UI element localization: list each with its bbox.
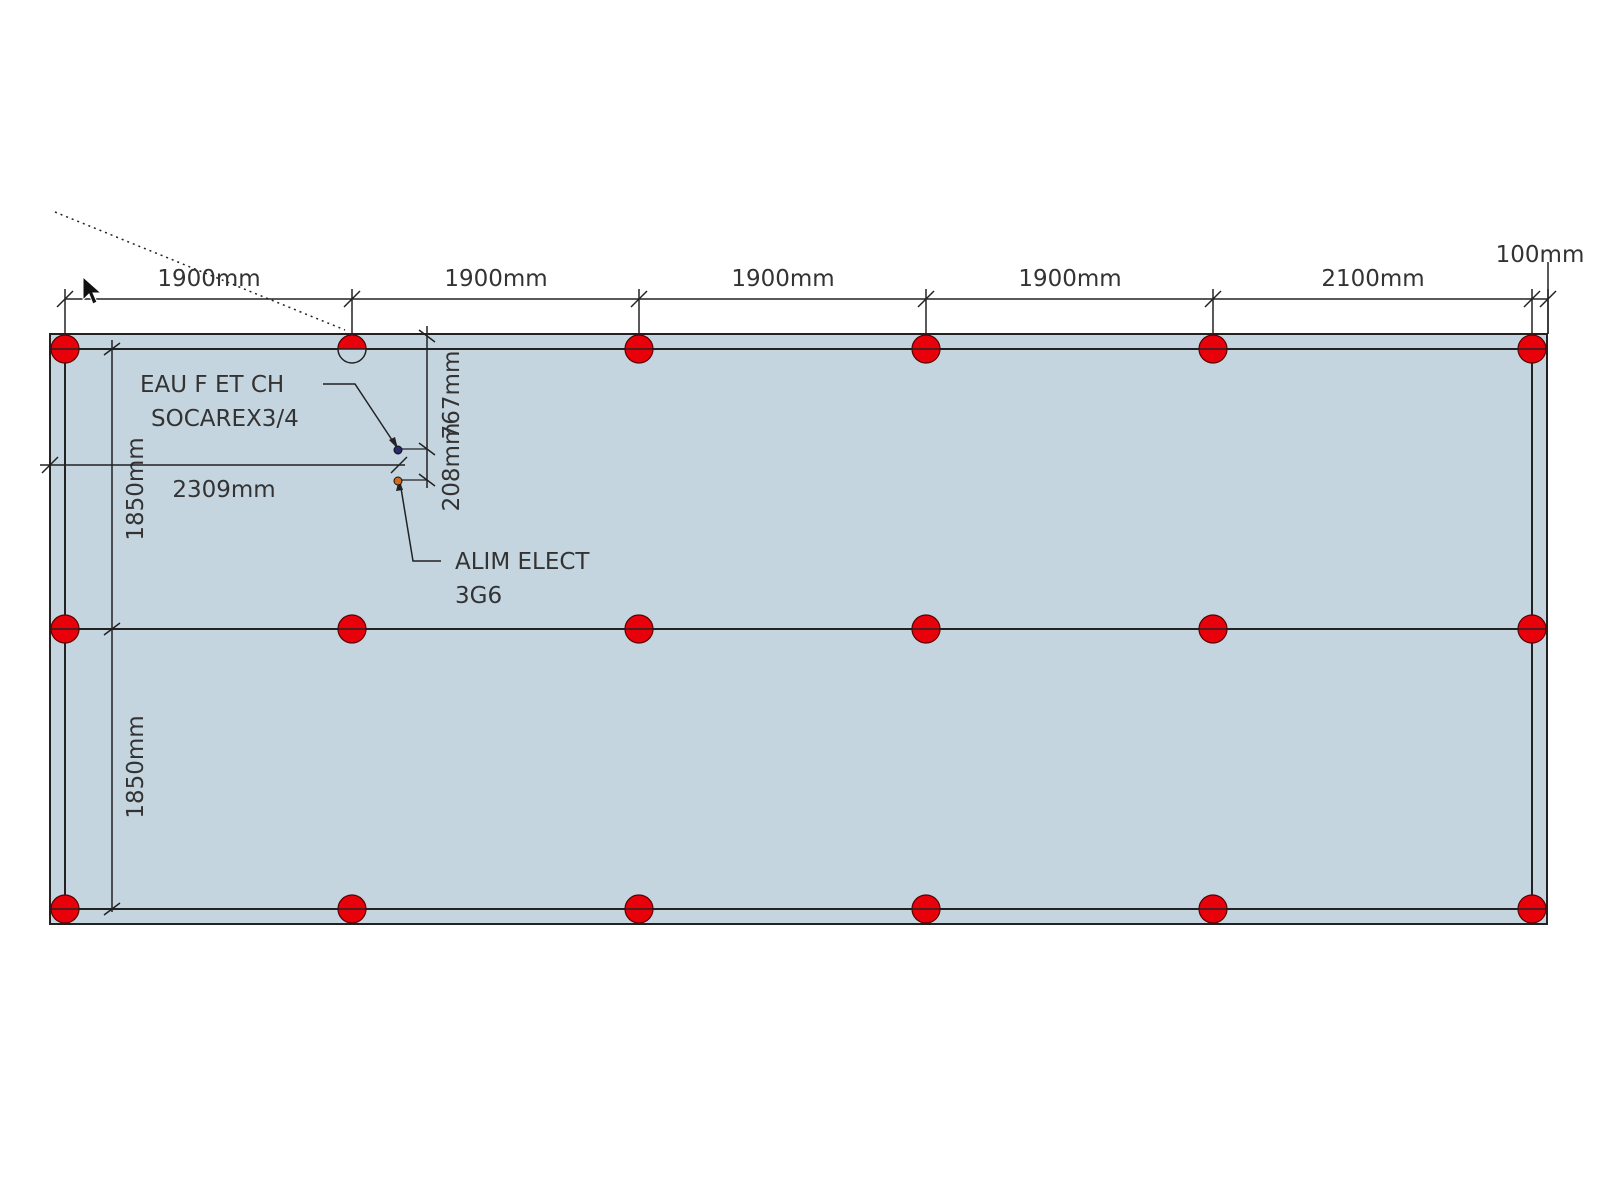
dimension-tick bbox=[56, 290, 74, 308]
vertical-dimension-2: 1850mm bbox=[123, 715, 149, 818]
offset-dimension-horizontal bbox=[40, 456, 408, 474]
offset-dimension-vertical bbox=[398, 326, 436, 488]
offset-dimension-horizontal-label: 2309mm bbox=[172, 477, 275, 503]
water-callout[interactable] bbox=[323, 383, 403, 455]
electric-callout-line2: 3G6 bbox=[455, 583, 502, 609]
top-dimension-6: 100mm bbox=[1496, 242, 1585, 268]
top-dimension-4: 1900mm bbox=[1018, 266, 1121, 292]
top-dimension-3: 1900mm bbox=[731, 266, 834, 292]
water-supply-point[interactable] bbox=[393, 445, 403, 455]
water-callout-line1: EAU F ET CH bbox=[140, 372, 284, 398]
dimension-tick bbox=[917, 290, 935, 308]
guide-dotted-line bbox=[54, 211, 346, 331]
dimension-tick bbox=[343, 290, 361, 308]
vertical-dimension-chain bbox=[103, 340, 121, 916]
electric-supply-point[interactable] bbox=[393, 476, 403, 486]
dimension-tick bbox=[630, 290, 648, 308]
water-callout-line2: SOCAREX3/4 bbox=[151, 406, 299, 432]
dimension-tick bbox=[1204, 290, 1222, 308]
vertical-dimension-1: 1850mm bbox=[123, 437, 149, 540]
top-dimension-2: 1900mm bbox=[444, 266, 547, 292]
top-dimension-1: 1900mm bbox=[157, 266, 260, 292]
dimension-tick bbox=[1523, 290, 1541, 308]
electric-callout-line1: ALIM ELECT bbox=[455, 549, 590, 575]
top-dimension-5: 2100mm bbox=[1321, 266, 1424, 292]
offset-dimension-vertical-b: 208mm bbox=[439, 423, 465, 512]
post-selected-half bbox=[337, 334, 367, 350]
electric-callout[interactable] bbox=[393, 476, 441, 562]
mouse-pointer-icon bbox=[82, 275, 103, 305]
offset-dimension-vertical-a: 767mm bbox=[439, 351, 465, 440]
post-grid bbox=[50, 334, 1547, 924]
top-dimension-chain bbox=[56, 262, 1557, 334]
dimension-tick bbox=[1539, 290, 1557, 308]
